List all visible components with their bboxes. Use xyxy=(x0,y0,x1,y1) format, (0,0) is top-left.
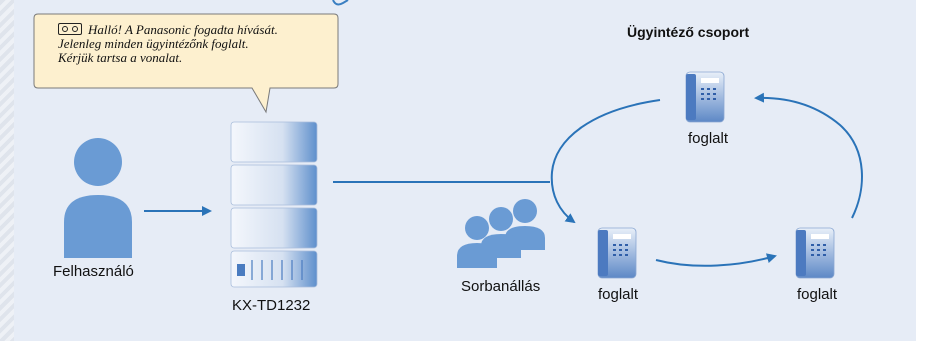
agent-group-title: Ügyintéző csoport xyxy=(627,24,750,40)
user-label: Felhasználó xyxy=(53,263,134,280)
bubble-line-2: Jelenleg minden ügyintézőnk foglalt. xyxy=(58,36,249,51)
bubble-line-1: Halló! A Panasonic fogadta hívását. xyxy=(58,23,328,37)
tape-recorder-icon xyxy=(58,23,82,35)
bubble-line-1-text: Halló! A Panasonic fogadta hívását. xyxy=(88,22,278,37)
queue-label: Sorbanállás xyxy=(461,278,541,295)
left-border xyxy=(0,0,14,351)
queue-people-icon xyxy=(457,199,545,268)
phone-icon-left xyxy=(597,227,637,279)
phone-icon-top xyxy=(685,71,725,123)
bottom-border xyxy=(0,341,925,351)
top-arrow-fragment xyxy=(332,0,349,6)
phone-status-left: foglalt xyxy=(598,286,639,303)
arrow-left-to-right-phone xyxy=(655,253,777,267)
arrow-right-to-top-phone xyxy=(754,92,863,219)
speech-bubble-text: Halló! A Panasonic fogadta hívását. Jele… xyxy=(58,23,328,65)
pbx-tower-icon xyxy=(230,121,318,288)
phone-status-right: foglalt xyxy=(797,286,838,303)
user-icon xyxy=(64,138,132,258)
right-border xyxy=(916,0,925,351)
phone-icon-right xyxy=(795,227,835,279)
arrow-top-to-left-phone xyxy=(550,99,661,224)
phone-status-top: foglalt xyxy=(688,130,729,147)
bubble-line-3: Kérjük tartsa a vonalat. xyxy=(58,50,183,65)
pbx-label: KX-TD1232 xyxy=(232,297,311,314)
speech-bubble xyxy=(33,13,339,114)
